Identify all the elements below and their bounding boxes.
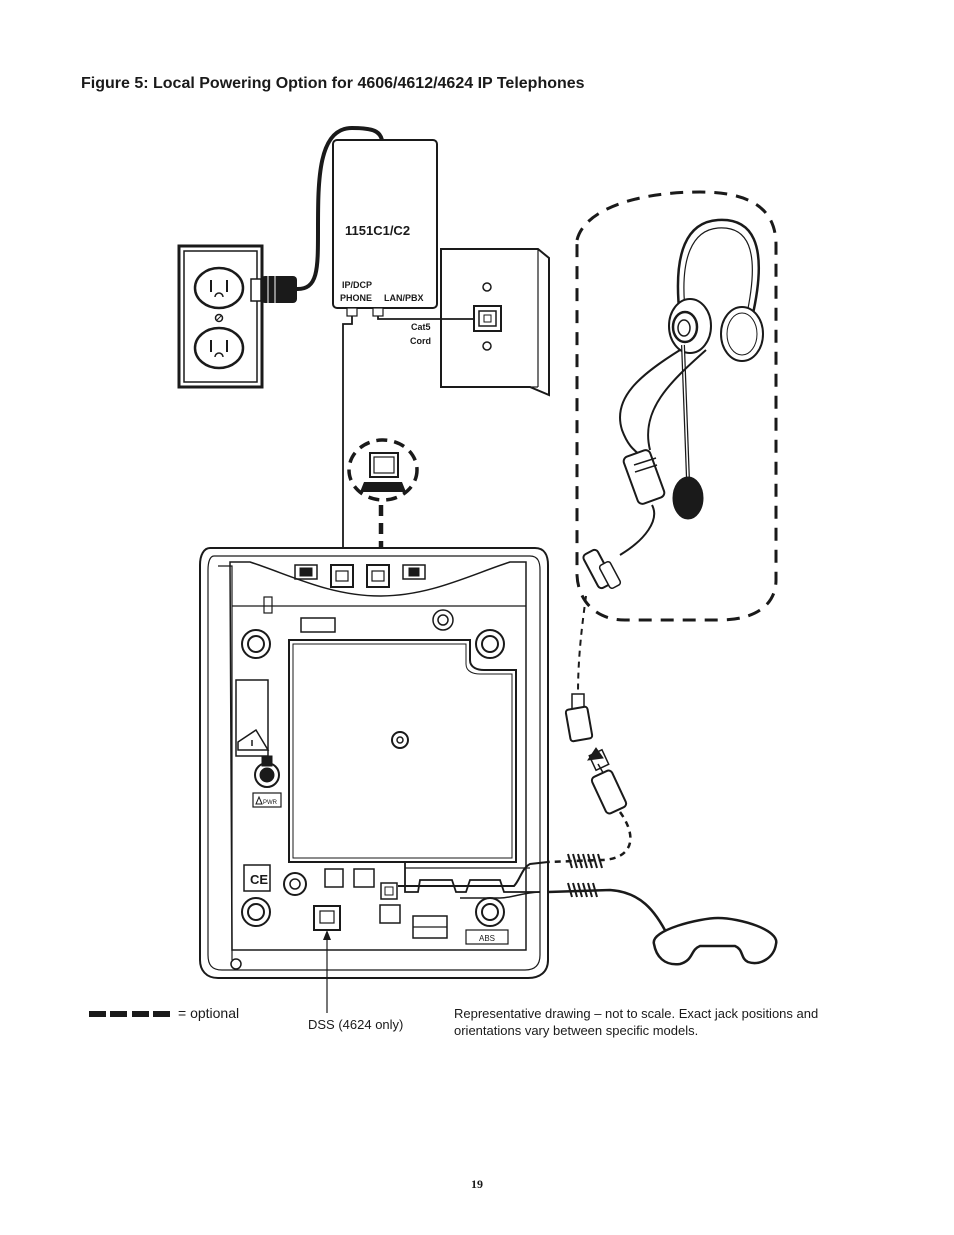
adapter-port-label-phone: PHONE bbox=[340, 293, 372, 303]
drawing-note: Representative drawing – not to scale. E… bbox=[454, 1006, 819, 1038]
handset-coil bbox=[567, 882, 598, 898]
page-number: 19 bbox=[471, 1177, 483, 1191]
optional-headset-boundary bbox=[575, 190, 778, 622]
power-cord bbox=[294, 125, 384, 292]
power-adapter: 1151C1/C2 IP/DCP PHONE LAN/PBX bbox=[332, 139, 438, 317]
optional-pc bbox=[347, 438, 419, 502]
wall-jack bbox=[440, 248, 550, 397]
wall-outlet bbox=[177, 244, 264, 389]
headset-connector bbox=[564, 693, 628, 815]
legend-dash-icon bbox=[89, 1011, 170, 1017]
cat5-cord bbox=[377, 316, 474, 320]
phone-base: CE bbox=[199, 547, 549, 979]
headset-coil bbox=[567, 853, 603, 869]
legend-optional-label: = optional bbox=[178, 1005, 240, 1021]
adapter-model-label: 1151C1/C2 bbox=[345, 223, 410, 238]
headset-cord bbox=[577, 595, 587, 696]
headset-coil-cord bbox=[547, 811, 632, 864]
cord-label: Cord bbox=[410, 336, 431, 346]
power-plug bbox=[250, 276, 297, 303]
phone-line-cord bbox=[342, 316, 353, 575]
headset bbox=[582, 218, 764, 590]
ce-mark-icon: CE bbox=[250, 872, 268, 887]
dss-label: DSS (4624 only) bbox=[308, 1017, 404, 1032]
cat5-label: Cat5 bbox=[411, 322, 431, 332]
handset bbox=[652, 916, 778, 966]
adapter-port-label-lanpbx: LAN/PBX bbox=[384, 293, 424, 303]
pwr-label: PWR bbox=[263, 800, 278, 806]
adapter-port-label-ipdcp: IP/DCP bbox=[342, 280, 372, 290]
figure-title: Figure 5: Local Powering Option for 4606… bbox=[81, 75, 585, 92]
abs-label: ABS bbox=[479, 934, 495, 943]
handset-cord bbox=[547, 888, 670, 937]
